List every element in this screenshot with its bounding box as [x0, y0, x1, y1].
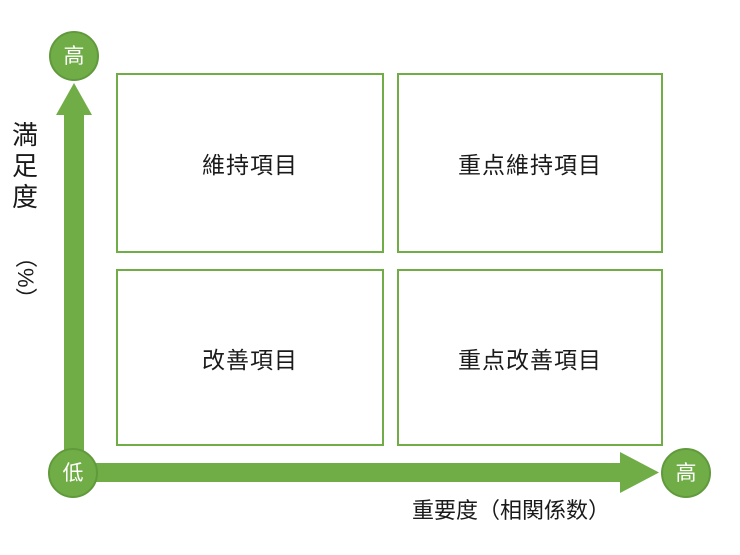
quadrant-bottom-left: 改善項目: [116, 269, 384, 446]
quadrant-label: 重点維持項目: [458, 152, 602, 178]
y-axis-arrow: [56, 83, 92, 482]
quadrant-top-right: 重点維持項目: [397, 73, 663, 253]
quadrant-top-left: 維持項目: [116, 73, 384, 253]
y-axis-high-badge: 高: [49, 31, 99, 81]
quadrant-bottom-right: 重点改善項目: [397, 269, 663, 446]
y-axis-high-label: 高: [63, 44, 85, 68]
quadrant-label: 維持項目: [202, 152, 298, 178]
y-axis-title-unit: （%）: [13, 246, 38, 310]
y-axis-low-label: 低: [62, 461, 84, 485]
x-axis-title: 重要度（相関係数）: [412, 498, 611, 523]
x-axis-high-badge: 高: [661, 448, 711, 498]
x-axis-arrow: [74, 452, 659, 493]
quadrant-label: 重点改善項目: [458, 346, 602, 373]
y-axis-low-badge: 低: [48, 448, 98, 498]
quadrant-label: 改善項目: [202, 346, 298, 373]
y-axis-title: 満足度: [11, 120, 38, 212]
x-axis-high-label: 高: [675, 461, 697, 485]
